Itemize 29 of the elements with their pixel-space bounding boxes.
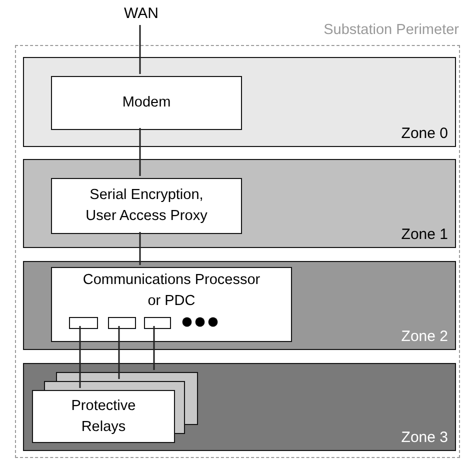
connector-line <box>139 25 141 74</box>
network-label: WAN <box>124 3 158 25</box>
device-box <box>51 178 242 234</box>
box-label: Modem <box>121 94 172 112</box>
relay-card <box>56 372 198 381</box>
relay-card <box>44 381 185 390</box>
processor-box <box>51 267 292 342</box>
port-box <box>108 317 136 329</box>
connector-line <box>139 232 141 265</box>
device-box <box>32 390 175 443</box>
zone-band <box>23 57 456 147</box>
box-label: Protective Relays <box>70 396 137 436</box>
zone-label: Zone 3 <box>401 429 448 446</box>
zone-band <box>23 261 456 350</box>
device-box <box>51 76 242 130</box>
connector-line <box>153 326 155 370</box>
zone-label: Zone 2 <box>401 328 448 345</box>
connector-line <box>139 128 141 176</box>
zone-band <box>23 159 456 248</box>
zone-band <box>23 363 456 451</box>
port-box <box>144 317 171 329</box>
connector-line <box>118 326 120 379</box>
zone-label: Zone 1 <box>401 226 448 243</box>
zone-label: Zone 0 <box>401 125 448 142</box>
connector-line <box>79 326 81 388</box>
port-box <box>69 317 98 329</box>
box-label: Serial Encryption, User Access Proxy <box>84 186 208 226</box>
box-label: Communications Processor or PDC <box>82 271 262 311</box>
boundary-label: Substation Perimeter <box>324 22 459 38</box>
